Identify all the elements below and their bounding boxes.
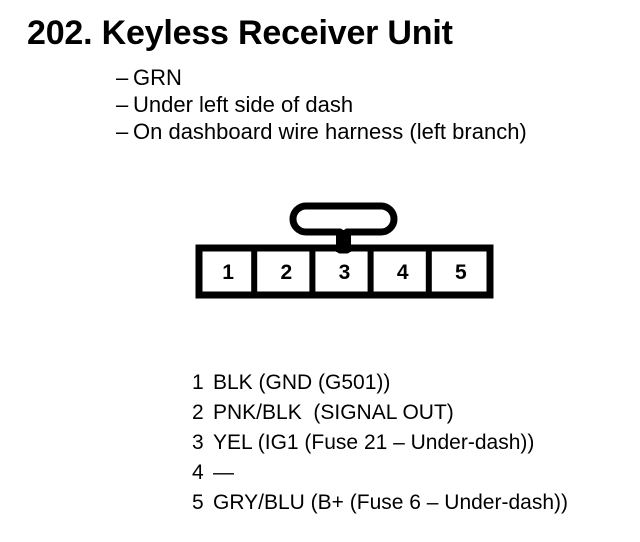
pinout-pin-number: 2 <box>192 401 204 424</box>
pinout-row: 2 PNK/BLK (SIGNAL OUT) <box>192 398 632 428</box>
pinout-pin-label: BLK (GND (G501)) <box>213 371 391 394</box>
pinout-row: 3 YEL (IG1 (Fuse 21 – Under-dash)) <box>192 428 632 458</box>
note-text: Under left side of dash <box>133 92 354 117</box>
notes-list: – GRN – Under left side of dash – On das… <box>116 64 616 145</box>
cavity-number-1: 1 <box>222 261 234 284</box>
pinout-pin-number: 3 <box>192 431 204 454</box>
dash-bullet-icon: – <box>116 119 129 144</box>
cavity-divider <box>309 248 316 295</box>
note-item: – Under left side of dash <box>116 91 616 118</box>
pinout-pin-label: GRY/BLU (B+ (Fuse 6 – Under-dash)) <box>213 491 569 514</box>
dash-bullet-icon: – <box>116 92 129 117</box>
pinout-pin-label: PNK/BLK (SIGNAL OUT) <box>213 401 454 424</box>
cavity-divider <box>251 248 258 295</box>
pinout-pin-number: 1 <box>192 371 204 394</box>
pinout-row: 5 GRY/BLU (B+ (Fuse 6 – Under-dash)) <box>192 488 632 518</box>
note-text: On dashboard wire harness (left branch) <box>133 119 527 144</box>
note-text: GRN <box>133 65 182 90</box>
cavity-divider <box>425 248 432 295</box>
cavity-number-3: 3 <box>339 261 351 284</box>
page-title: 202. Keyless Receiver Unit <box>27 14 453 52</box>
cavity-divider <box>367 248 374 295</box>
pinout-list: 1 BLK (GND (G501)) 2 PNK/BLK (SIGNAL OUT… <box>192 368 632 518</box>
connector-body <box>195 244 494 299</box>
pinout-pin-label: YEL (IG1 (Fuse 21 – Under-dash)) <box>213 431 535 454</box>
cavity-number-5: 5 <box>455 261 467 284</box>
cavity-number-4: 4 <box>397 261 409 284</box>
pinout-row: 4 — <box>192 458 632 488</box>
note-item: – GRN <box>116 64 616 91</box>
note-item: – On dashboard wire harness (left branch… <box>116 118 616 145</box>
pinout-pin-number: 4 <box>192 461 204 484</box>
dash-bullet-icon: – <box>116 65 129 90</box>
cavity-number-2: 2 <box>280 261 292 284</box>
pinout-row: 1 BLK (GND (G501)) <box>192 368 632 398</box>
connector-svg: 1 2 3 4 5 <box>195 202 494 299</box>
pinout-pin-label: — <box>213 461 234 484</box>
connector-diagram: 1 2 3 4 5 <box>195 200 495 302</box>
pinout-pin-number: 5 <box>192 491 204 514</box>
